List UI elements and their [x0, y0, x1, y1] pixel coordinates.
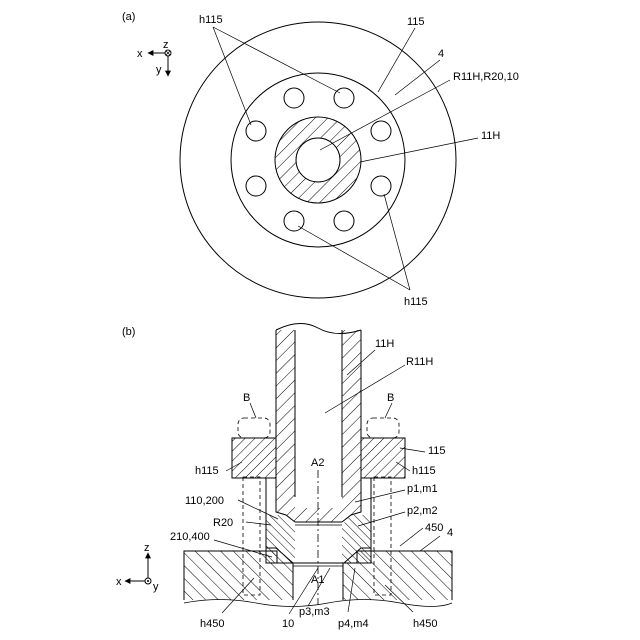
panel-a-caption: (a)	[122, 11, 135, 23]
y-axis-label: y	[153, 581, 159, 593]
label-b-right: B	[387, 392, 394, 404]
z-axis-label: z	[163, 39, 169, 51]
label-10: 10	[282, 618, 294, 630]
label-p3-m3: p3,m3	[299, 606, 330, 618]
label-4: 4	[438, 48, 444, 60]
flange-115-right-hatch	[361, 438, 405, 478]
label-115: 115	[428, 445, 446, 457]
panel-a: (a) x y z	[122, 11, 519, 308]
label-r11h-r20-10: R11H,R20,10	[453, 71, 519, 83]
label-a1: A1	[311, 574, 324, 586]
x-axis-label: x	[116, 576, 122, 588]
label-210-400: 210,400	[170, 531, 210, 543]
label-h450-right: h450	[413, 618, 437, 630]
label-115: 115	[407, 16, 425, 28]
pipe-11h-right-wall-hatch	[342, 330, 361, 497]
label-h115-left: h115	[195, 465, 219, 477]
label-r11h: R11H	[406, 356, 433, 368]
panel-b: (b)	[116, 323, 453, 630]
z-axis-label: z	[144, 542, 150, 554]
panel-b-caption: (b)	[122, 326, 135, 338]
flange-115-outline	[231, 73, 405, 247]
label-p2-m2: p2,m2	[407, 505, 438, 517]
flange-115-left-hatch	[232, 438, 276, 478]
label-p1-m1: p1,m1	[407, 483, 438, 495]
bolt-head-b-right	[367, 418, 399, 438]
bolt-hole	[284, 88, 304, 108]
pipe-11h-left-wall-hatch	[276, 330, 295, 497]
label-h115-bottom: h115	[404, 296, 428, 308]
label-h115-right: h115	[412, 465, 436, 477]
label-b-left: B	[243, 392, 250, 404]
panel-b-axis-indicator: z x y	[116, 542, 159, 593]
label-h115-top: h115	[199, 14, 223, 26]
label-p4-m4: p4,m4	[338, 618, 369, 630]
label-110-200: 110,200	[185, 495, 224, 507]
body-4-outline	[180, 22, 456, 298]
bolt-hole	[334, 211, 354, 231]
label-11h: 11H	[481, 130, 500, 142]
pipe-11h-inner	[296, 138, 340, 182]
bolt-head-b-left	[238, 418, 270, 438]
bolt-hole	[334, 88, 354, 108]
label-r20: R20	[213, 517, 233, 529]
panel-a-axis-indicator: x y z	[137, 39, 171, 76]
label-11h: 11H	[375, 338, 394, 350]
y-axis-label: y	[156, 64, 162, 76]
bolt-hole	[246, 176, 266, 196]
ring-r20-right-hatch	[342, 515, 371, 563]
x-axis-label: x	[137, 48, 143, 60]
bolt-holes-h115	[246, 88, 391, 231]
label-4: 4	[447, 527, 453, 539]
bolt-hole	[246, 121, 266, 141]
ring-r20-left-hatch	[266, 515, 295, 563]
label-h450-left: h450	[200, 618, 224, 630]
bolt-hole	[371, 121, 391, 141]
label-450: 450	[425, 522, 443, 534]
bolt-hole	[371, 176, 391, 196]
label-a2: A2	[311, 457, 324, 469]
